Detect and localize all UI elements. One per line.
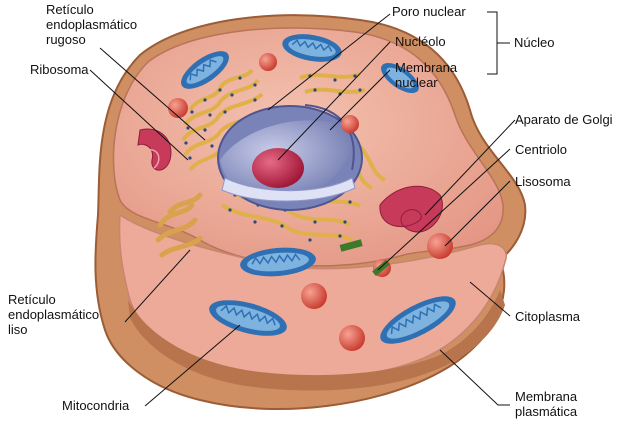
nucleolus-shape [252,148,304,188]
label-citoplasma: Citoplasma [515,309,581,324]
label-lisosoma: Lisosoma [515,174,571,189]
smooth-er-shape [155,192,203,258]
centriole-shape [339,239,390,277]
mitochondria-shapes [181,34,456,344]
label-membrana-plasmatica: Membrana plasmática [515,389,578,419]
label-poro-nuclear: Poro nuclear [392,4,466,19]
golgi-left-shape [137,128,172,171]
label-ribosoma: Ribosoma [30,62,89,77]
label-centriolo: Centriolo [515,142,568,157]
label-nucleolo: Nucléolo [395,34,446,49]
label-membrana-nuclear: Membrana nuclear [395,60,458,90]
leader-lines [89,11,516,407]
label-reticulo-rugoso: Retículo endoplasmático rugoso [46,2,138,47]
label-aparato-golgi: Aparato de Golgi [515,112,613,127]
membrane-edge-shape [128,290,505,391]
label-mitocondria: Mitocondria [62,398,130,413]
label-nucleo: Núcleo [514,35,555,50]
label-reticulo-liso: Retículo endoplasmático liso [8,292,100,337]
golgi-right-shape [379,185,443,233]
